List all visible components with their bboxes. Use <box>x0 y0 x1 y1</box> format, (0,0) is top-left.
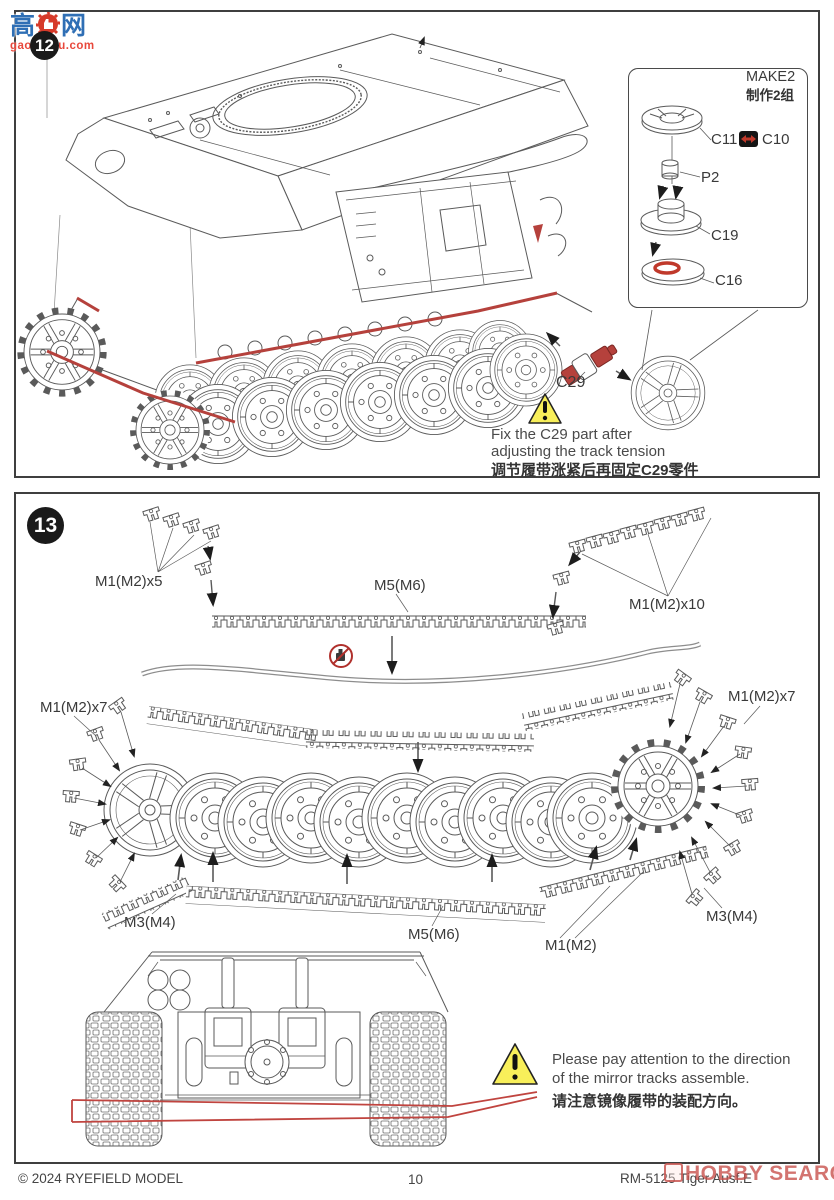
site-watermark: 高 网 gao-shou.com <box>10 6 120 52</box>
step12-note-cn: 调节履带涨紧后再固定C29零件 <box>491 462 699 479</box>
make2-subtitle: 制作2组 <box>746 88 795 103</box>
step12-note-en1: Fix the C29 part after <box>491 426 632 443</box>
step13-note-en2: of the mirror tracks assemble. <box>552 1070 750 1087</box>
label-p2: P2 <box>701 169 720 186</box>
label-c29: C29 <box>556 374 586 391</box>
footer-kit-name: RM-5125 Tiger Ausf.E <box>620 1171 753 1186</box>
watermark-char-left: 高 <box>10 12 36 40</box>
label-m1m2x10: M1(M2)x10 <box>629 596 705 613</box>
label-m3m4-left: M3(M4) <box>124 914 176 931</box>
label-m1m2x7-right: M1(M2)x7 <box>728 688 796 705</box>
step-13-badge: 13 <box>27 507 64 544</box>
step-12-panel <box>14 10 820 478</box>
label-m1m2: M1(M2) <box>545 937 597 954</box>
footer-copyright: © 2024 RYEFIELD MODEL <box>18 1171 184 1186</box>
label-c19: C19 <box>711 227 739 244</box>
label-c10: C10 <box>762 131 790 148</box>
label-m1m2x5: M1(M2)x5 <box>95 573 163 590</box>
label-m1m2x7-left: M1(M2)x7 <box>40 699 108 716</box>
make2-subassembly-box <box>628 68 808 308</box>
footer-page-number: 10 <box>408 1172 424 1187</box>
step13-note-cn: 请注意镜像履带的装配方向。 <box>552 1093 748 1110</box>
watermark-url: gao-shou.com <box>10 40 120 52</box>
step12-note-en2: adjusting the track tension <box>491 443 666 460</box>
watermark-char-right: 网 <box>61 12 87 40</box>
hobbysearch-watermark: HOBBY SEARCH <box>664 1162 834 1186</box>
label-c16: C16 <box>715 272 743 289</box>
step13-note-en1: Please pay attention to the direction <box>552 1051 791 1068</box>
label-m3m4-right: M3(M4) <box>706 908 758 925</box>
make2-title: MAKE2 <box>746 69 796 85</box>
swap-direction-icon <box>739 131 758 147</box>
label-m5m6-bottom: M5(M6) <box>408 926 460 943</box>
label-c11: C11 <box>711 131 738 148</box>
hobbysearch-logo-icon <box>664 1163 683 1182</box>
step-12-badge: 12 <box>30 31 59 60</box>
step-13-panel <box>14 492 820 1164</box>
label-m5m6-top: M5(M6) <box>374 577 426 594</box>
